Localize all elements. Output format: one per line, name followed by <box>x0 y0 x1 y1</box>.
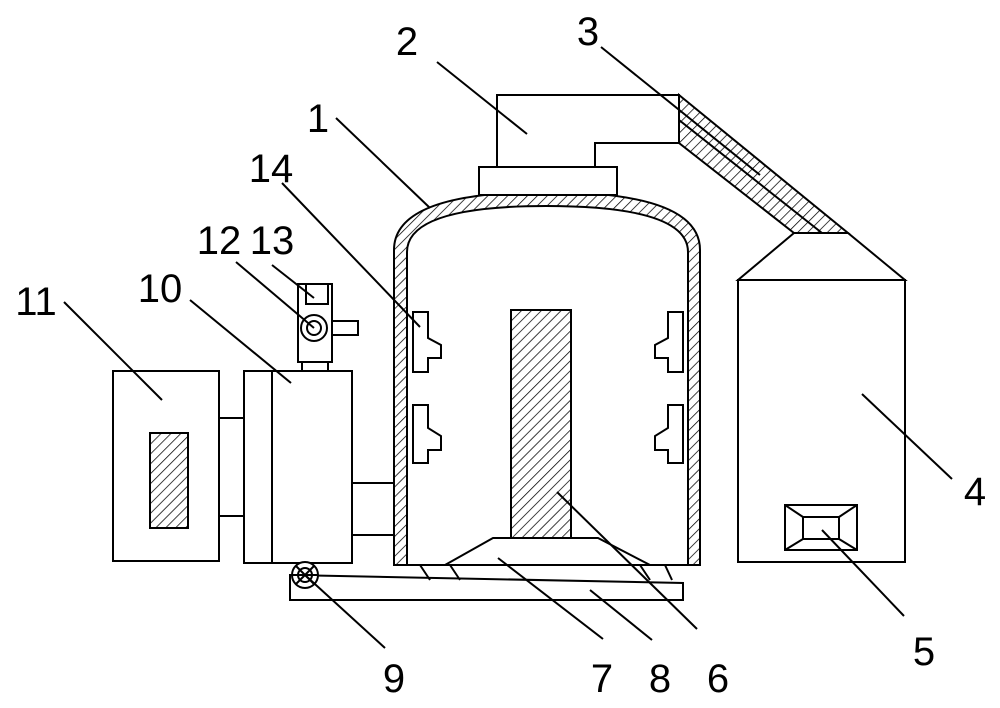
motor-box <box>112 370 220 562</box>
label-11: 11 <box>15 280 57 324</box>
top-blower <box>478 94 680 196</box>
label-10: 10 <box>138 267 183 311</box>
label-8: 8 <box>649 657 671 701</box>
label-5: 5 <box>913 630 935 674</box>
outlet-port <box>784 504 858 551</box>
label-13: 13 <box>250 219 295 263</box>
center-column <box>510 309 572 539</box>
pump-housing <box>243 370 353 564</box>
valve-assembly <box>297 283 359 372</box>
label-1: 1 <box>307 97 329 141</box>
label-9: 9 <box>383 657 405 701</box>
cone-base <box>419 537 673 581</box>
label-4: 4 <box>964 470 986 514</box>
pump-outlet-pipe <box>351 482 396 536</box>
leader-lines <box>63 46 953 649</box>
label-12: 12 <box>197 219 242 263</box>
label-6: 6 <box>707 657 729 701</box>
label-2: 2 <box>396 20 418 64</box>
label-14: 14 <box>249 147 294 191</box>
base-rail <box>289 573 684 601</box>
label-3: 3 <box>577 10 599 54</box>
connecting-pipe <box>678 92 851 234</box>
motor-coupling <box>218 417 245 517</box>
label-7: 7 <box>591 657 613 701</box>
